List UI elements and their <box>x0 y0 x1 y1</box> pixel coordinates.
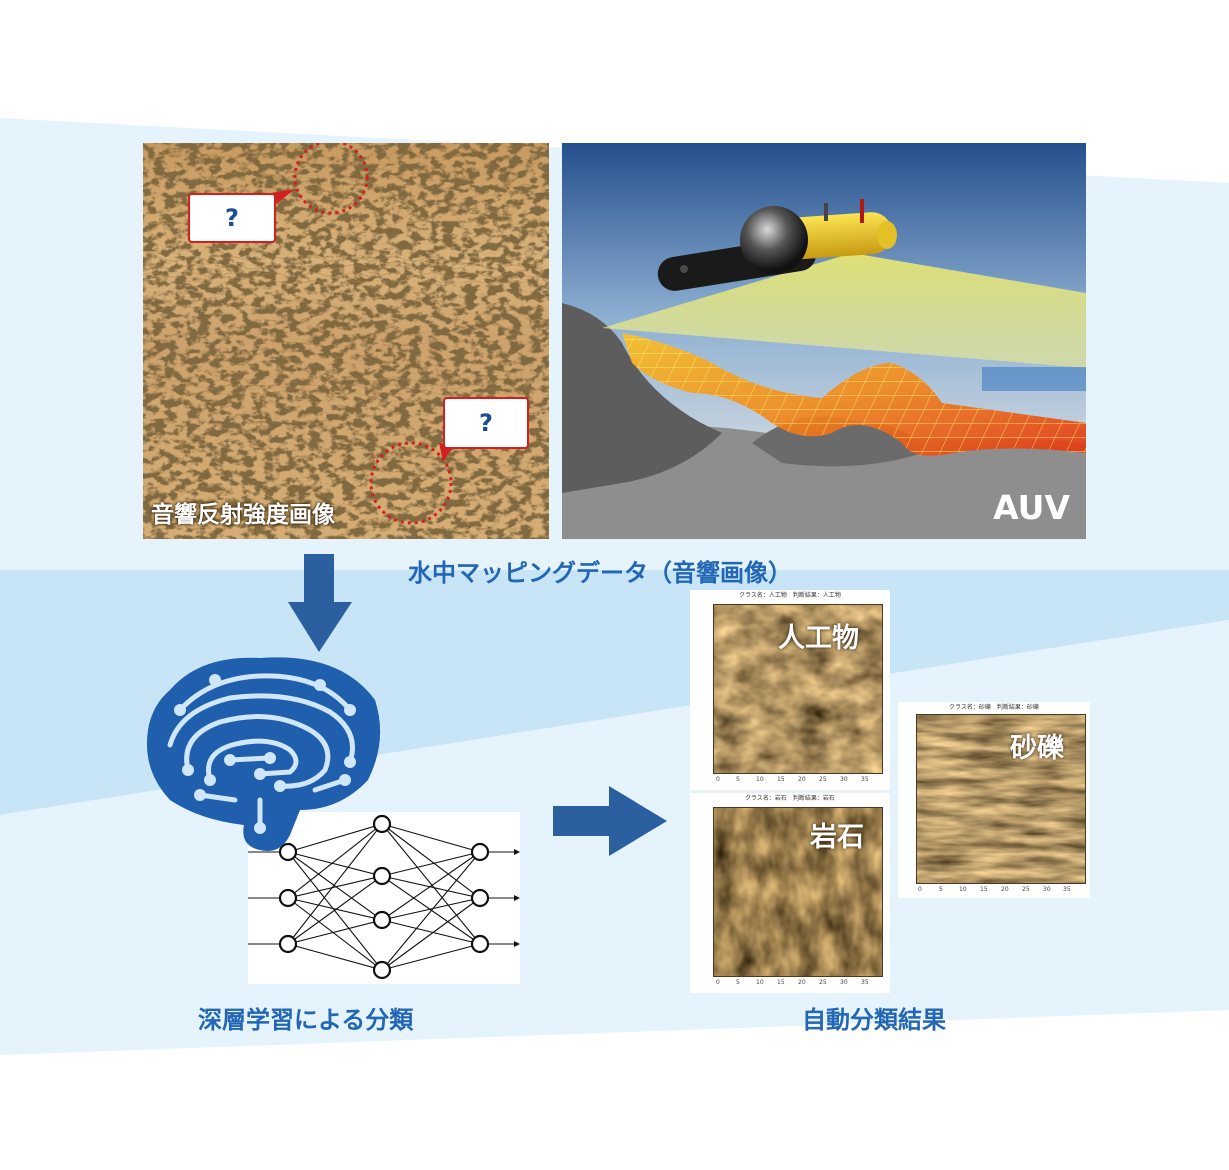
tick: 5 <box>736 979 740 986</box>
neural-network-diagram <box>248 812 520 984</box>
tick: 15 <box>777 979 785 986</box>
result-plot-gravel: クラス名：砂礫 判断結果：砂礫 砂礫 0 5 10 15 20 25 30 35 <box>898 702 1090 898</box>
sonar-intensity-image: ? ? 音響反射強度画像 <box>143 143 549 539</box>
brain-circuit-icon <box>146 657 381 851</box>
result-label-artificial: 人工物 <box>778 623 859 654</box>
tick: 15 <box>980 886 988 893</box>
tick: 20 <box>1001 886 1009 893</box>
plot-image <box>713 604 883 774</box>
tick: 15 <box>777 776 785 783</box>
tick: 0 <box>716 776 720 783</box>
tick: 5 <box>939 886 943 893</box>
tick: 0 <box>918 886 922 893</box>
auv-vehicle-icon <box>657 199 897 291</box>
tick: 35 <box>1063 886 1071 893</box>
plot-title: クラス名：人工物 判断結果：人工物 <box>739 592 841 599</box>
tick: 20 <box>798 979 806 986</box>
tick: 0 <box>716 979 720 986</box>
auv-illustration: AUV <box>562 143 1086 539</box>
sonar-image-label: 音響反射強度画像 <box>151 502 335 528</box>
caption-deep-learning: 深層学習による分類 <box>198 1006 414 1034</box>
tick: 25 <box>819 979 827 986</box>
tick: 10 <box>756 979 764 986</box>
question-callout-top: ? <box>188 193 276 243</box>
question-mark: ? <box>225 204 239 232</box>
arrow-down-icon <box>288 554 352 652</box>
result-label-rock: 岩石 <box>810 822 864 853</box>
question-mark: ? <box>479 409 493 437</box>
result-plot-rock: クラス名：岩石 判断結果：岩石 岩石 0 5 10 15 20 25 30 35 <box>690 793 890 993</box>
tick: 25 <box>819 776 827 783</box>
tick: 10 <box>756 776 764 783</box>
question-callout-bottom: ? <box>443 397 529 449</box>
auv-label: AUV <box>993 488 1070 527</box>
tick: 30 <box>1043 886 1051 893</box>
tick: 20 <box>798 776 806 783</box>
tick: 35 <box>861 979 869 986</box>
caption-classification-result: 自動分類結果 <box>802 1006 946 1034</box>
arrow-right-icon <box>553 786 667 856</box>
result-label-gravel: 砂礫 <box>1010 733 1064 764</box>
result-plot-artificial: クラス名：人工物 判断結果：人工物 人工物 0 5 10 15 20 25 30… <box>690 590 890 790</box>
plot-image <box>916 714 1086 884</box>
plot-title: クラス名：砂礫 判断結果：砂礫 <box>949 704 1039 711</box>
tick: 30 <box>840 979 848 986</box>
plot-title: クラス名：岩石 判断結果：岩石 <box>745 795 835 802</box>
caption-mapping-data: 水中マッピングデータ（音響画像） <box>408 559 792 587</box>
tick: 5 <box>736 776 740 783</box>
tick: 30 <box>840 776 848 783</box>
tick: 35 <box>861 776 869 783</box>
tick: 25 <box>1022 886 1030 893</box>
tick: 10 <box>959 886 967 893</box>
plot-image <box>713 807 883 977</box>
